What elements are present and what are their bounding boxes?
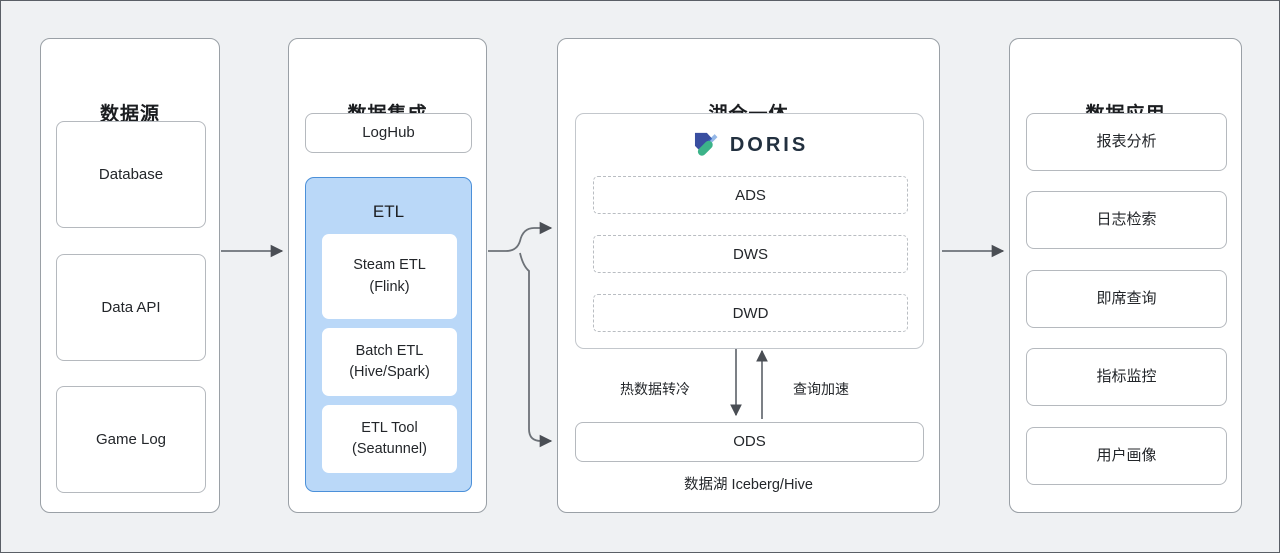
app-box-user-profile[interactable]: 用户画像 (1026, 427, 1227, 485)
app-box-metric-monitoring[interactable]: 指标监控 (1026, 348, 1227, 406)
connector-integration-to-doris (488, 221, 553, 252)
etl-box-steam-etl[interactable]: Steam ETL (Flink) (322, 234, 457, 319)
etl-box-steam-etl-line2: (Flink) (369, 278, 410, 295)
etl-box-steam-etl-line1: Steam ETL (353, 257, 426, 274)
source-box-database[interactable]: Database (56, 121, 206, 228)
etl-box-batch-etl-line1: Batch ETL (355, 342, 424, 359)
column-data-application: 数据应用 报表分析 日志检索 即席查询 指标监控 用户画像 (1009, 38, 1242, 513)
doris-layer-dwd[interactable]: DWD (593, 294, 908, 332)
source-box-game-log[interactable]: Game Log (56, 386, 206, 493)
etl-group: ETL Steam ETL (Flink) Batch ETL (Hive/Sp… (305, 177, 472, 492)
column-data-integration: 数据集成 LogHub ETL Steam ETL (Flink) Batch … (288, 38, 487, 513)
flow-label-query-acceleration: 查询加速 (793, 381, 849, 397)
doris-panel: DORIS ADS DWS DWD (575, 113, 924, 349)
app-box-report-analysis[interactable]: 报表分析 (1026, 113, 1227, 171)
connector-integration-to-ods (519, 252, 553, 448)
doris-layer-ads[interactable]: ADS (593, 176, 908, 214)
app-box-log-search[interactable]: 日志检索 (1026, 191, 1227, 249)
doris-logo-icon (691, 128, 721, 163)
flow-label-hot-to-cold: 热数据转冷 (620, 381, 690, 397)
column-lakehouse: 湖仓一体 DORIS ADS DWS DWD 热数据转冷 查询加速 ODS 数据… (557, 38, 940, 513)
etl-box-etl-tool-line2: (Seatunnel) (352, 441, 427, 457)
lakehouse-caption: 数据湖 Iceberg/Hive (684, 477, 813, 493)
etl-box-batch-etl-line2: (Hive/Spark) (349, 364, 430, 380)
source-box-data-api[interactable]: Data API (56, 254, 206, 361)
integration-box-loghub[interactable]: LogHub (305, 113, 472, 153)
app-box-ad-hoc-query[interactable]: 即席查询 (1026, 270, 1227, 328)
etl-group-title: ETL (372, 202, 405, 221)
doris-wordmark: DORIS (729, 133, 809, 156)
etl-box-batch-etl[interactable]: Batch ETL (Hive/Spark) (322, 328, 457, 396)
lakehouse-box-ods[interactable]: ODS (575, 422, 924, 462)
column-data-source: 数据源 Database Data API Game Log (40, 38, 220, 513)
doris-layer-dws[interactable]: DWS (593, 235, 908, 273)
etl-box-etl-tool[interactable]: ETL Tool (Seatunnel) (322, 405, 457, 473)
column-title-data-source: 数据源 (99, 104, 160, 125)
doris-logo-lockup: DORIS (576, 128, 923, 162)
etl-box-etl-tool-line1: ETL Tool (361, 419, 418, 436)
